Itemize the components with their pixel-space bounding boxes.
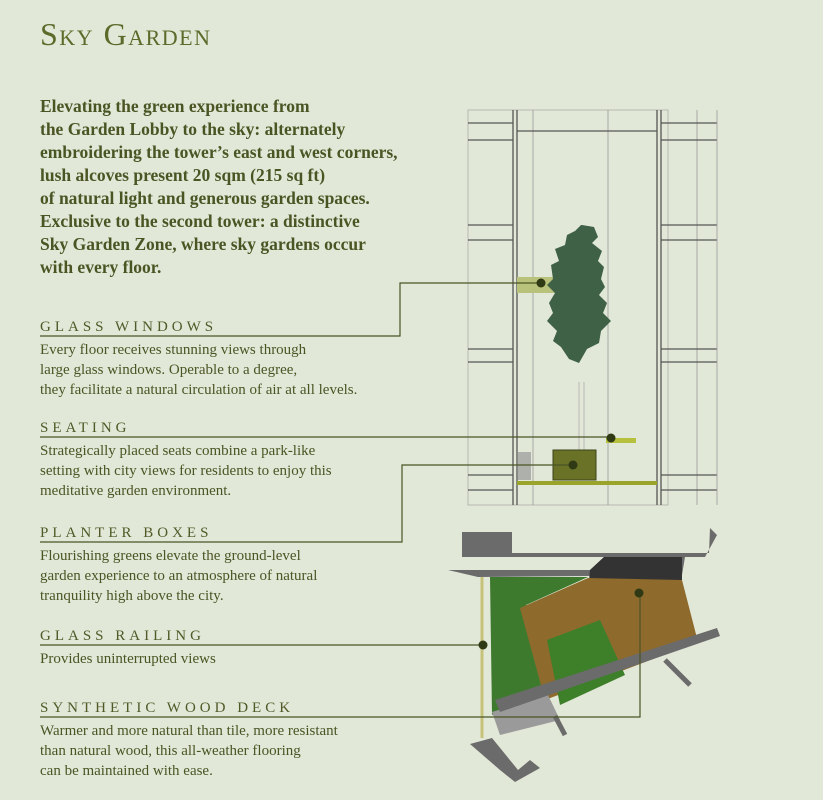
feature-glass-windows: GLASS WINDOWS Every floor receives stunn… <box>40 318 410 400</box>
feature-body: Every floor receives stunning views thro… <box>40 342 358 398</box>
seat-highlight <box>606 438 636 443</box>
feature-heading: SYNTHETIC WOOD DECK <box>40 700 295 716</box>
callout-lines <box>40 282 641 718</box>
page-title: Sky Garden <box>40 16 212 52</box>
feature-heading: GLASS RAILING <box>40 628 205 644</box>
intro-paragraph: Elevating the green experience from the … <box>40 96 398 277</box>
feature-body: Flourishing greens elevate the ground-le… <box>40 548 318 604</box>
section-elevation-drawing <box>467 109 718 506</box>
feature-synthetic-wood-deck: SYNTHETIC WOOD DECK Warmer and more natu… <box>40 699 440 781</box>
feature-glass-railing: GLASS RAILING Provides uninterrupted vie… <box>40 627 410 669</box>
callout-dots <box>478 278 644 650</box>
plan-drawing <box>448 528 720 782</box>
feature-heading: SEATING <box>40 420 131 436</box>
feature-heading: GLASS WINDOWS <box>40 319 218 335</box>
tree-icon <box>547 225 611 363</box>
feature-heading: PLANTER BOXES <box>40 525 213 541</box>
feature-planter-boxes: PLANTER BOXES Flourishing greens elevate… <box>40 524 410 606</box>
feature-body: Warmer and more natural than tile, more … <box>40 723 338 779</box>
floor-slab <box>517 481 657 485</box>
feature-body: Provides uninterrupted views <box>40 651 216 667</box>
feature-body: Strategically placed seats combine a par… <box>40 443 332 499</box>
feature-seating: SEATING Strategically placed seats combi… <box>40 419 410 501</box>
